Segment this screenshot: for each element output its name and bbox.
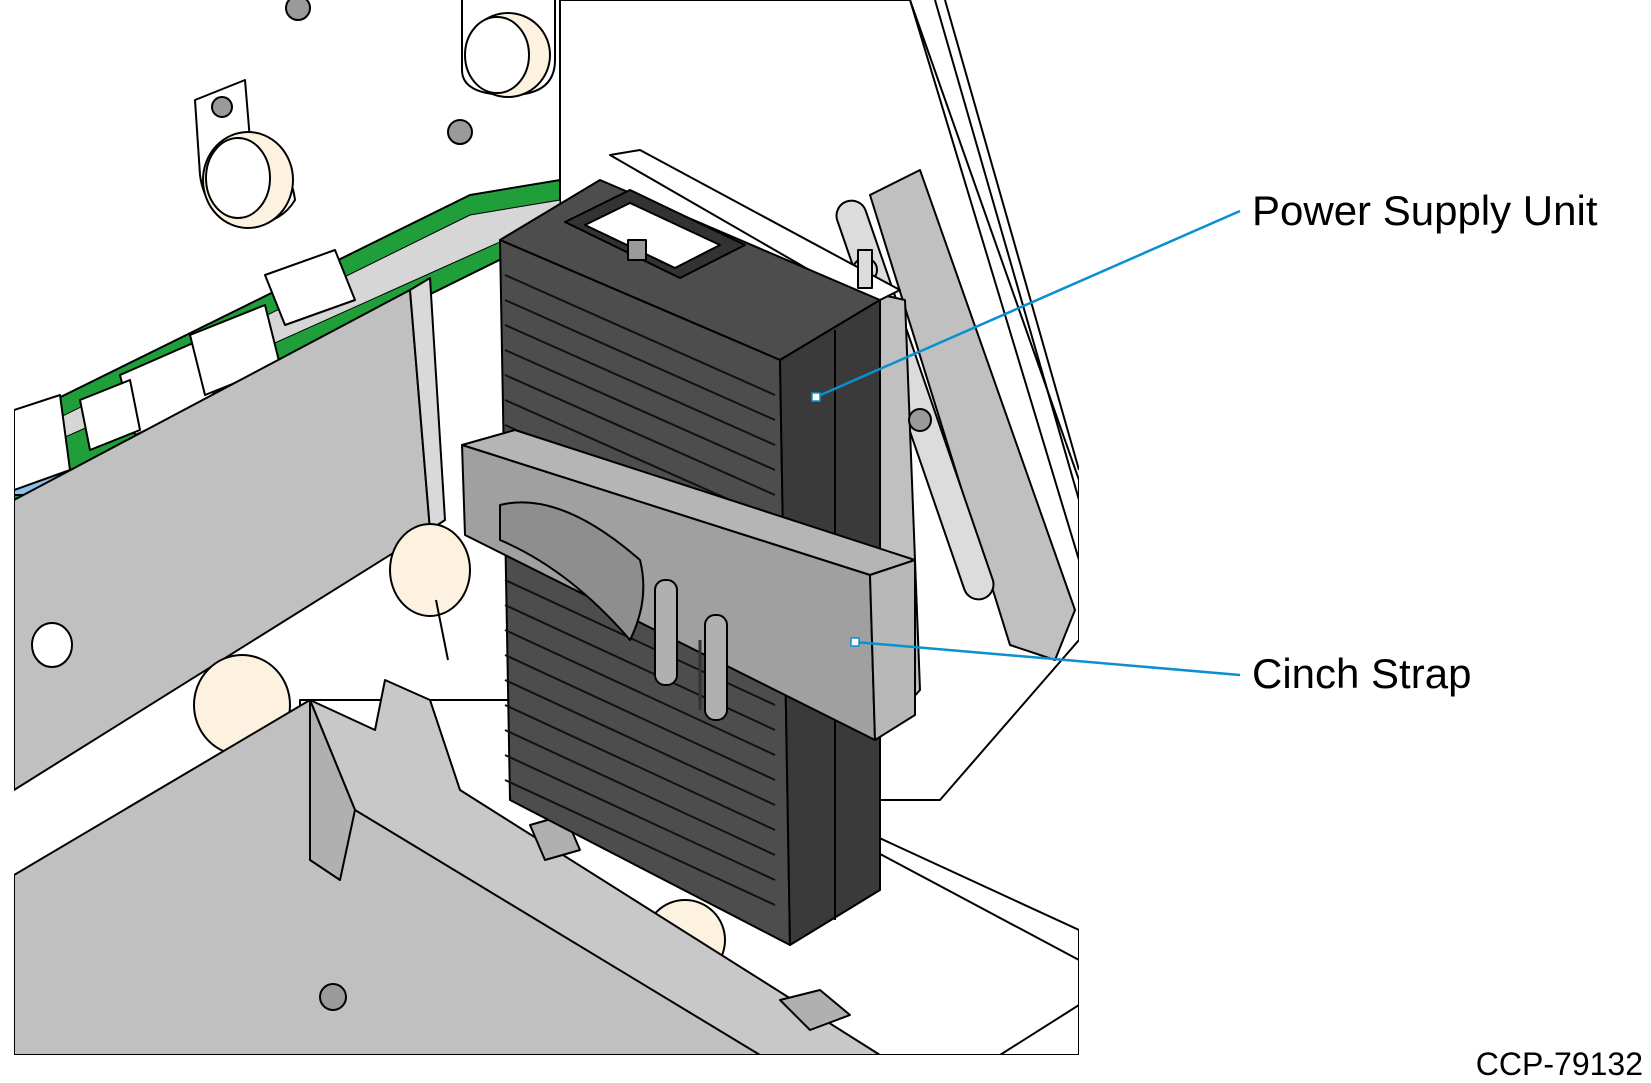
hex-nut-top (285, 0, 473, 145)
leader-anchor-psu (811, 392, 821, 402)
callout-leaders (815, 209, 1241, 677)
clamp-roller-left (194, 79, 296, 229)
psu-mounting-plate (609, 149, 901, 306)
lower-tray (14, 679, 881, 1055)
connector-usb (14, 249, 356, 491)
left-bracket (14, 277, 446, 791)
callout-label-power-supply-unit: Power Supply Unit (1252, 187, 1598, 234)
leader-anchor-strap (850, 637, 860, 647)
clamp-roller-top (461, 0, 556, 98)
leader-power-supply-unit (815, 209, 1241, 399)
cinch-strap (461, 429, 916, 741)
leader-cinch-strap (854, 640, 1241, 677)
callout-label-cinch-strap: Cinch Strap (1252, 650, 1471, 697)
figure-id: CCP-79132 (1476, 1046, 1643, 1082)
